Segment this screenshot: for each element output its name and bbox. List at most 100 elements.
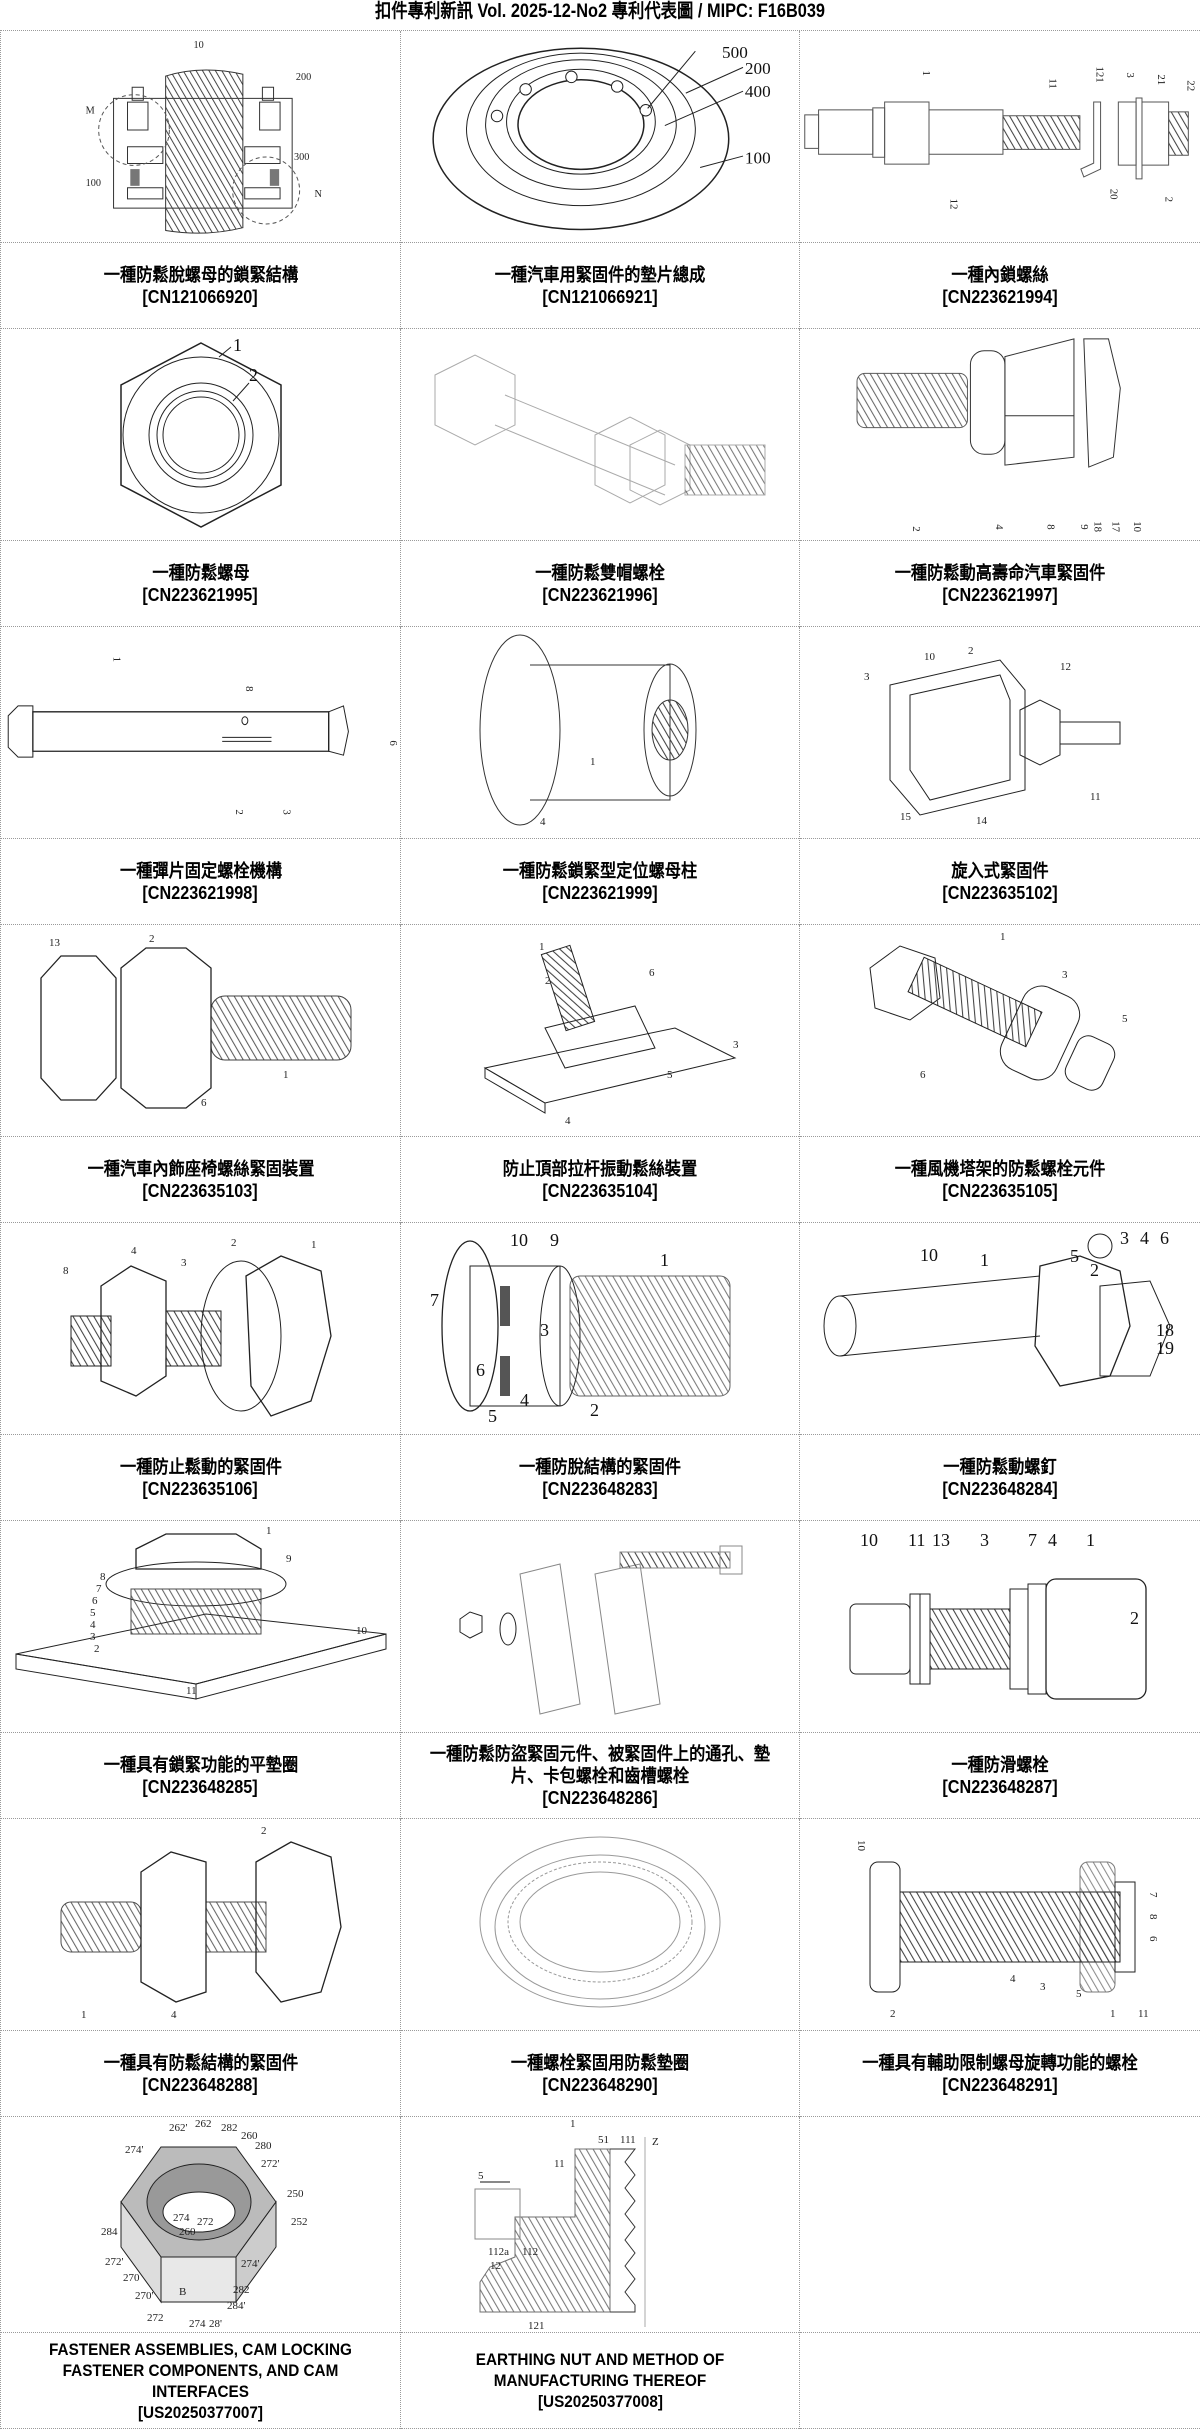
patent-card[interactable]: 1 51 111 Z 11 5 112a 112 12 121 EARTHING…	[401, 2117, 800, 2429]
svg-text:8: 8	[63, 1265, 69, 1277]
patent-figure-threaded-cylinder: 10 9 1 7 3 6 4 5 2	[401, 1223, 799, 1435]
svg-text:3: 3	[1120, 1228, 1129, 1248]
svg-text:284': 284'	[227, 2300, 246, 2312]
serrated-hex-nut-drawing: 262' 262 282 260 280 274' 272' 250 252 2…	[101, 2118, 308, 2330]
svg-text:7: 7	[1147, 1892, 1159, 1898]
svg-text:8: 8	[1147, 1914, 1159, 1920]
patent-figure-hex-nut: 1 2	[1, 329, 400, 541]
svg-text:262: 262	[195, 2118, 212, 2130]
patent-number[interactable]: [CN223621997]	[942, 584, 1058, 605]
svg-text:100: 100	[745, 149, 771, 168]
patent-figure-bolt-sleeve: 1 3 5 6	[800, 925, 1200, 1137]
clip-fastener-drawing: 3 10 2 12 15 14 11	[864, 645, 1150, 827]
patent-number[interactable]: [CN121066920]	[142, 286, 259, 307]
svg-text:3: 3	[1040, 1981, 1046, 1993]
patent-card[interactable]: 10 9 1 7 3 6 4 5 2 一種防脫結構的緊固件 [CN2236482…	[401, 1223, 800, 1521]
svg-text:2: 2	[233, 809, 245, 814]
patent-card[interactable]: 1 8 2 3 6 一種彈片固定螺栓機構 [CN223621998]	[1, 627, 401, 925]
svg-text:4: 4	[1048, 1530, 1057, 1550]
patent-number[interactable]: [CN223648290]	[542, 2074, 658, 2095]
svg-text:4: 4	[90, 1619, 96, 1631]
svg-text:400: 400	[745, 82, 771, 101]
patent-card[interactable]: 1 3 5 6 一種風機塔架的防鬆螺栓元件 [CN223635105]	[800, 925, 1200, 1223]
patent-card[interactable]: 1 2 6 3 5 4 防止頂部拉杆振動鬆絲裝置 [CN223635104]	[401, 925, 800, 1223]
patent-card[interactable]: 2 1 4 一種具有防鬆結構的緊固件 [CN223648288]	[1, 1819, 401, 2117]
patent-title: 一種防鬆鎖緊型定位螺母柱	[502, 860, 698, 881]
patent-card[interactable]: 13 2 1 6 一種汽車內飾座椅螺絲緊固裝置 [CN223635103]	[1, 925, 401, 1223]
svg-text:9: 9	[286, 1553, 292, 1565]
svg-text:2: 2	[1090, 1260, 1099, 1280]
patent-number[interactable]: [CN223621998]	[142, 882, 259, 903]
svg-text:5: 5	[488, 1406, 497, 1426]
patent-card[interactable]: 2 4 8 9 18 17 10 一種防鬆動高壽命汽車緊固件 [CN223621…	[800, 329, 1200, 627]
patent-number[interactable]: [CN223635106]	[142, 1478, 259, 1499]
patent-number[interactable]: [CN223621995]	[142, 584, 259, 605]
patent-figure-bolt-cross-section: 10 7 8 6 4 3 5 2 1 11	[800, 1819, 1200, 2031]
svg-text:15: 15	[900, 811, 912, 823]
svg-text:1: 1	[570, 2118, 576, 2130]
patent-number[interactable]: [CN223635104]	[542, 1180, 658, 1201]
svg-text:2: 2	[1163, 196, 1175, 201]
svg-text:121: 121	[1094, 66, 1106, 82]
patent-card[interactable]: 1 9 8 7 6 5 4 3 2 11 10 一種具有鎖緊功能的平墊圈 [CN…	[1, 1521, 401, 1819]
patent-card[interactable]: 1 2 一種防鬆螺母 [CN223621995]	[1, 329, 401, 627]
svg-text:12: 12	[948, 198, 960, 209]
patent-card[interactable]: 一種螺栓緊固用防鬆墊圈 [CN223648290]	[401, 1819, 800, 2117]
svg-text:21: 21	[1155, 74, 1167, 85]
patent-caption: 一種防鬆鎖緊型定位螺母柱 [CN223621999]	[401, 839, 799, 925]
svg-text:2: 2	[545, 975, 551, 987]
patent-card[interactable]: 1 4 一種防鬆鎖緊型定位螺母柱 [CN223621999]	[401, 627, 800, 925]
patent-number[interactable]: [CN223648286]	[542, 1787, 658, 1808]
patent-number[interactable]: [CN223648283]	[542, 1478, 658, 1499]
patent-card[interactable]: 10 200 300 M 100 N 一種防鬆脫螺母的鎖緊結構 [CN12106…	[1, 31, 401, 329]
patent-caption: EARTHING NUT AND METHOD OF MANUFACTURING…	[401, 2333, 799, 2429]
patent-number[interactable]: [CN223635102]	[942, 882, 1058, 903]
patent-title: 旋入式緊固件	[951, 860, 1049, 881]
patent-number[interactable]: [CN223621996]	[542, 584, 658, 605]
svg-text:274: 274	[189, 2318, 206, 2330]
patent-number[interactable]: [CN223635105]	[942, 1180, 1058, 1201]
patent-card[interactable]: 10 11 13 3 7 4 1 2 一種防滑螺栓 [CN223648287]	[800, 1521, 1200, 1819]
patent-number[interactable]: [US20250377007]	[137, 2402, 264, 2422]
svg-text:3: 3	[280, 809, 292, 814]
patent-card[interactable]: 3 10 2 12 15 14 11 旋入式緊固件 [CN223635102]	[800, 627, 1200, 925]
patent-figure-bolt-hex-nut-washer: 8 4 3 2 1	[1, 1223, 400, 1435]
patent-number[interactable]: [US20250377008]	[537, 2392, 663, 2411]
svg-text:272': 272'	[105, 2256, 124, 2268]
patent-title: 一種防鬆動螺釘	[943, 1456, 1057, 1477]
patent-number[interactable]: [CN223648288]	[142, 2074, 259, 2095]
svg-text:51: 51	[598, 2134, 609, 2146]
patent-card[interactable]: 8 4 3 2 1 一種防止鬆動的緊固件 [CN223635106]	[1, 1223, 401, 1521]
patent-number[interactable]: [CN223648291]	[942, 2074, 1058, 2095]
patent-number[interactable]: [CN223648285]	[142, 1776, 259, 1797]
patent-number[interactable]: [CN223648284]	[942, 1478, 1058, 1499]
patent-caption: 一種防鬆防盜緊固元件、被緊固件上的通孔、墊片、卡包螺栓和齒槽螺栓 [CN2236…	[401, 1733, 799, 1819]
patent-title: 一種內鎖螺絲	[951, 264, 1049, 285]
svg-text:10: 10	[193, 40, 203, 51]
patent-card[interactable]: 500 200 400 100 一種汽車用緊固件的墊片總成 [CN1210669…	[401, 31, 800, 329]
patent-number[interactable]: [CN223621999]	[542, 882, 658, 903]
patent-number[interactable]: [CN223648287]	[942, 1776, 1058, 1797]
patent-card[interactable]: 1 11 12 121 3 21 22 20 2 一種內鎖螺絲 [CN22362…	[800, 31, 1200, 329]
patent-card[interactable]: 262' 262 282 260 280 274' 272' 250 252 2…	[1, 2117, 401, 2429]
patent-card[interactable]: 10 1 5 2 3 4 6 18 19 一種防鬆動螺釘 [CN22364828…	[800, 1223, 1200, 1521]
patent-card[interactable]: 一種防鬆防盜緊固元件、被緊固件上的通孔、墊片、卡包螺栓和齒槽螺栓 [CN2236…	[401, 1521, 800, 1819]
exploded-blocks-drawing	[410, 1524, 790, 1729]
svg-text:5: 5	[90, 1607, 96, 1619]
patent-number[interactable]: [CN121066921]	[542, 286, 658, 307]
patent-card[interactable]: 一種防鬆雙帽螺栓 [CN223621996]	[401, 329, 800, 627]
svg-text:1: 1	[311, 1239, 317, 1251]
patent-number[interactable]: [CN223635103]	[142, 1180, 259, 1201]
svg-text:3: 3	[980, 1530, 989, 1550]
svg-text:10: 10	[1131, 521, 1143, 532]
svg-text:7: 7	[430, 1290, 439, 1310]
svg-text:12: 12	[490, 2260, 501, 2272]
svg-text:1: 1	[1086, 1530, 1095, 1550]
patent-caption: 一種汽車用緊固件的墊片總成 [CN121066921]	[401, 243, 799, 329]
patent-card[interactable]: 10 7 8 6 4 3 5 2 1 11 一種具有輔助限制螺母旋轉功能的螺栓 …	[800, 1819, 1200, 2117]
patent-caption: 一種風機塔架的防鬆螺栓元件 [CN223635105]	[800, 1137, 1200, 1223]
patent-title: 一種汽車內飾座椅螺絲緊固裝置	[87, 1158, 314, 1179]
patent-number[interactable]: [CN223621994]	[942, 286, 1058, 307]
patent-title: 一種防滑螺栓	[951, 1754, 1049, 1775]
patent-title: 一種防鬆脫螺母的鎖緊結構	[103, 264, 298, 285]
